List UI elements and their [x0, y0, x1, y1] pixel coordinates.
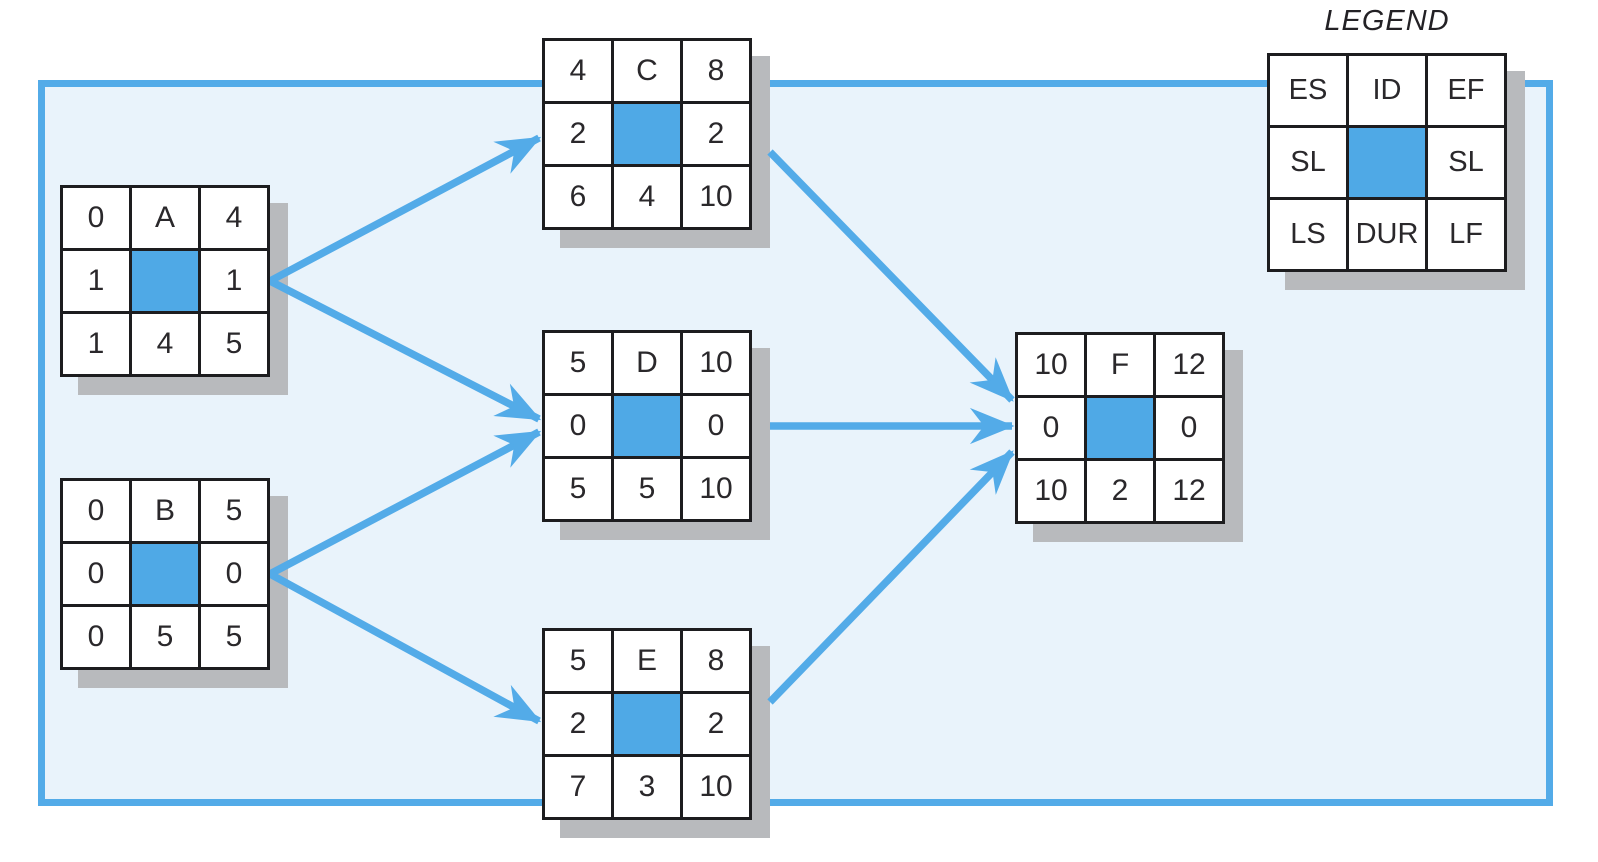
- node-f-dur-cell: 2: [1087, 461, 1153, 521]
- node-f-lf-cell: 12: [1156, 461, 1222, 521]
- node-e-ls-cell: 7: [545, 757, 611, 817]
- node-a-ef-cell: 4: [201, 188, 267, 248]
- node-a-sl-left-cell: 1: [63, 251, 129, 311]
- node-a-ls-cell: 1: [63, 314, 129, 374]
- node-c-activity-square: [614, 104, 680, 164]
- legend-id-cell: ID: [1349, 56, 1425, 125]
- node-c-es-cell: 4: [545, 41, 611, 101]
- node-c-sl-right-cell: 2: [683, 104, 749, 164]
- node-e-activity-square: [614, 694, 680, 754]
- node-d-lf-cell: 10: [683, 459, 749, 519]
- legend-activity-square: [1349, 128, 1425, 197]
- node-a-sl-right-cell: 1: [201, 251, 267, 311]
- node-c-dur-cell: 4: [614, 167, 680, 227]
- node-a-id-cell: A: [132, 188, 198, 248]
- node-b-id-cell: B: [132, 481, 198, 541]
- legend-dur-cell: DUR: [1349, 200, 1425, 269]
- node-e-lf-cell: 10: [683, 757, 749, 817]
- legend-ls-cell: LS: [1270, 200, 1346, 269]
- node-f-id-cell: F: [1087, 335, 1153, 395]
- node-a-activity-square: [132, 251, 198, 311]
- node-f-es-cell: 10: [1018, 335, 1084, 395]
- node-e-ef-cell: 8: [683, 631, 749, 691]
- node-c-id-cell: C: [614, 41, 680, 101]
- node-f-ef-cell: 12: [1156, 335, 1222, 395]
- node-e-es-cell: 5: [545, 631, 611, 691]
- node-c-sl-left-cell: 2: [545, 104, 611, 164]
- node-a-es-cell: 0: [63, 188, 129, 248]
- legend-lf-cell: LF: [1428, 200, 1504, 269]
- node-f-activity-square: [1087, 398, 1153, 458]
- node-b-es-cell: 0: [63, 481, 129, 541]
- node-b-activity-square: [132, 544, 198, 604]
- node-d-ef-cell: 10: [683, 333, 749, 393]
- node-f-sl-left-cell: 0: [1018, 398, 1084, 458]
- node-f-sl-right-cell: 0: [1156, 398, 1222, 458]
- node-c-ls-cell: 6: [545, 167, 611, 227]
- legend-title: LEGEND: [1324, 5, 1450, 37]
- legend-es-cell: ES: [1270, 56, 1346, 125]
- node-c-lf-cell: 10: [683, 167, 749, 227]
- legend-sl-left-cell: SL: [1270, 128, 1346, 197]
- node-e-sl-left-cell: 2: [545, 694, 611, 754]
- node-b-ef-cell: 5: [201, 481, 267, 541]
- node-d-sl-left-cell: 0: [545, 396, 611, 456]
- node-e-dur-cell: 3: [614, 757, 680, 817]
- node-b-sl-left-cell: 0: [63, 544, 129, 604]
- node-e-id-cell: E: [614, 631, 680, 691]
- node-d-ls-cell: 5: [545, 459, 611, 519]
- legend-ef-cell: EF: [1428, 56, 1504, 125]
- node-e-sl-right-cell: 2: [683, 694, 749, 754]
- node-a-lf-cell: 5: [201, 314, 267, 374]
- node-d-sl-right-cell: 0: [683, 396, 749, 456]
- node-b-sl-right-cell: 0: [201, 544, 267, 604]
- node-b-lf-cell: 5: [201, 607, 267, 667]
- node-a-dur-cell: 4: [132, 314, 198, 374]
- node-b-dur-cell: 5: [132, 607, 198, 667]
- node-d-id-cell: D: [614, 333, 680, 393]
- node-d-dur-cell: 5: [614, 459, 680, 519]
- node-f-ls-cell: 10: [1018, 461, 1084, 521]
- node-c-ef-cell: 8: [683, 41, 749, 101]
- legend-sl-right-cell: SL: [1428, 128, 1504, 197]
- node-b-ls-cell: 0: [63, 607, 129, 667]
- node-d-activity-square: [614, 396, 680, 456]
- node-d-es-cell: 5: [545, 333, 611, 393]
